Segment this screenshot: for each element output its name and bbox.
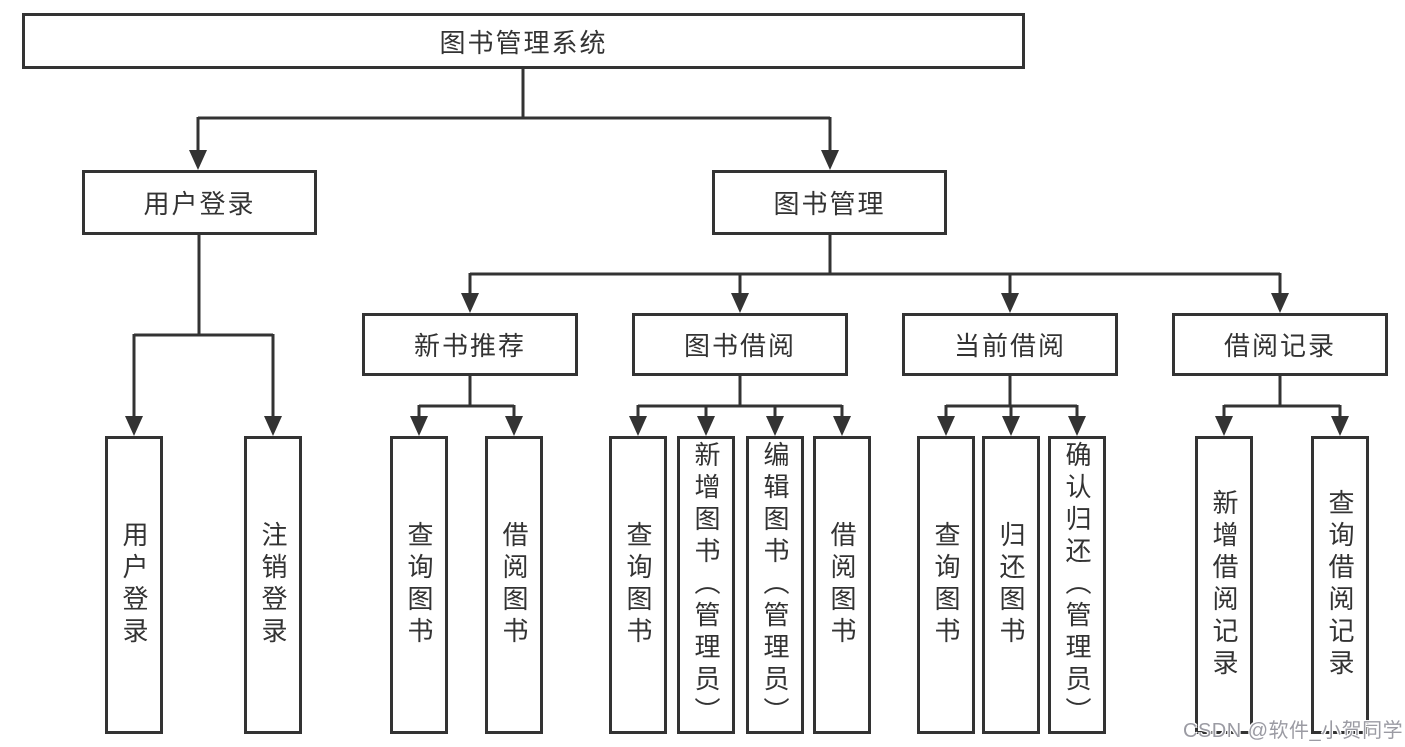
node-label: 用户登录 — [119, 521, 149, 649]
arrowhead-book-mgmt-children — [461, 293, 1289, 313]
node-label: 借阅图书 — [499, 521, 529, 649]
node-leaf-add-borrow-record: 新增借阅记录 — [1195, 436, 1253, 734]
node-label: 借阅图书 — [827, 521, 857, 649]
node-leaf-add-books-admin: 新增图书（管理员） — [677, 436, 735, 734]
node-label: 查询图书 — [404, 521, 434, 649]
node-root-system: 图书管理系统 — [22, 13, 1025, 69]
node-borrow-records: 借阅记录 — [1172, 313, 1388, 376]
node-label: 编辑图书（管理员） — [760, 441, 790, 729]
arrowhead-book-borrow-children — [629, 416, 851, 436]
node-label: 查询图书 — [623, 521, 653, 649]
node-label: 用户登录 — [143, 189, 256, 219]
node-book-borrow: 图书借阅 — [632, 313, 848, 376]
arrowhead-current-borrow-children — [937, 416, 1086, 436]
node-current-borrow: 当前借阅 — [902, 313, 1118, 376]
node-label: 新增图书（管理员） — [691, 441, 721, 729]
node-label: 新增借阅记录 — [1209, 489, 1239, 681]
node-leaf-borrow-books: 借阅图书 — [813, 436, 871, 734]
arrowhead-borrow-records-children — [1215, 416, 1349, 436]
node-leaf-borrow-query-books: 查询图书 — [609, 436, 667, 734]
node-label: 图书借阅 — [683, 331, 796, 361]
connector-root-lines — [196, 68, 832, 152]
arrowhead-user-login-children — [125, 416, 282, 436]
node-label: 新书推荐 — [413, 331, 526, 361]
node-leaf-user-login: 用户登录 — [105, 436, 163, 734]
node-leaf-return-books: 归还图书 — [982, 436, 1040, 734]
node-leaf-edit-books-admin: 编辑图书（管理员） — [746, 436, 804, 734]
node-leaf-query-borrow-record: 查询借阅记录 — [1311, 436, 1369, 734]
node-user-login: 用户登录 — [82, 170, 317, 235]
connector-new-rec-lines — [417, 376, 516, 420]
arrowhead-new-rec-children — [410, 416, 523, 436]
connector-book-mgmt-lines — [468, 234, 1282, 295]
connector-current-borrow-lines — [944, 376, 1079, 420]
node-leaf-logout: 注销登录 — [244, 436, 302, 734]
node-book-management: 图书管理 — [712, 170, 947, 235]
node-label: 查询图书 — [931, 521, 961, 649]
csdn-watermark: CSDN @软件_小贺同学 — [1183, 720, 1404, 742]
node-label: 查询借阅记录 — [1325, 489, 1355, 681]
node-leaf-recommend-query-books: 查询图书 — [390, 436, 448, 734]
node-label: 归还图书 — [996, 521, 1026, 649]
node-label: 当前借阅 — [953, 331, 1066, 361]
node-label: 图书管理系统 — [439, 27, 608, 58]
node-label: 确认归还（管理员） — [1062, 441, 1092, 729]
arrowhead-root-children — [189, 150, 839, 170]
node-leaf-current-query-books: 查询图书 — [917, 436, 975, 734]
node-new-book-recommend: 新书推荐 — [362, 313, 578, 376]
node-label: 图书管理 — [773, 189, 886, 219]
connector-borrow-records-lines — [1222, 376, 1342, 420]
connector-book-borrow-lines — [636, 376, 844, 420]
node-leaf-recommend-borrow-books: 借阅图书 — [485, 436, 543, 734]
connector-user-login-lines — [132, 234, 275, 418]
node-label: 借阅记录 — [1223, 331, 1336, 361]
node-label: 注销登录 — [258, 521, 288, 649]
node-leaf-confirm-return-admin: 确认归还（管理员） — [1048, 436, 1106, 734]
